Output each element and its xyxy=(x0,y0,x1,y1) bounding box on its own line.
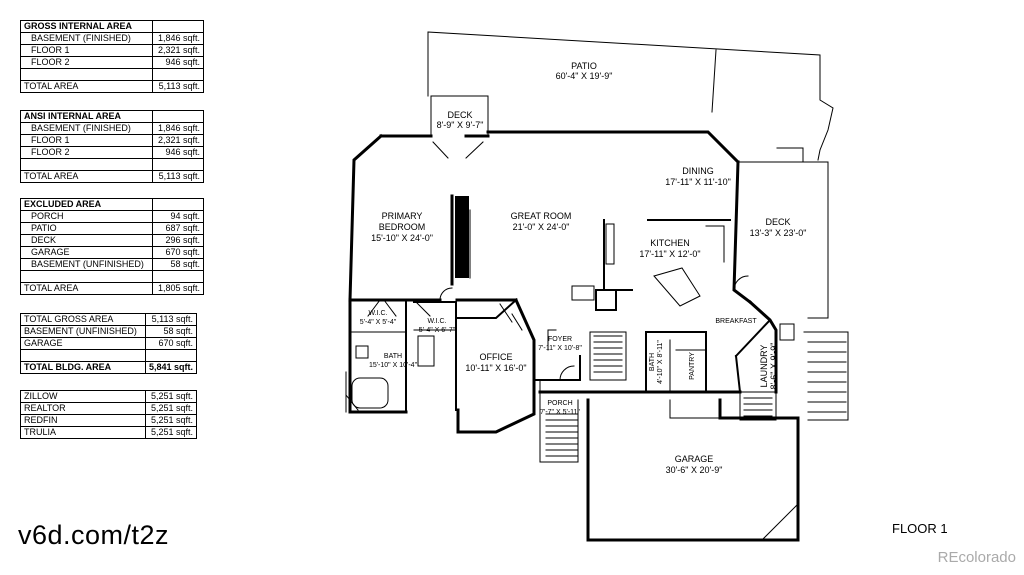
room-label: PRIMARY xyxy=(382,211,423,221)
row-value: 5,251 sqft. xyxy=(145,426,197,439)
row-value: 296 sqft. xyxy=(152,234,204,247)
room-label: 7'-11" X 10'-8" xyxy=(538,345,582,352)
room-label: 15'-10" X 24'-0" xyxy=(371,233,433,243)
room-label: 4'-10" X 8'-11" xyxy=(657,340,664,384)
floor-label: FLOOR 1 xyxy=(892,521,948,536)
room-label: DINING xyxy=(682,166,714,176)
room-label: PANTRY xyxy=(689,352,696,380)
table-row: EXCLUDED AREA xyxy=(20,198,204,211)
room-label: OFFICE xyxy=(480,352,513,362)
room-label: DECK xyxy=(765,217,790,227)
row-label: TOTAL AREA xyxy=(20,80,153,93)
room-label: 30'-6" X 20'-9" xyxy=(666,465,723,475)
room-label: LAUNDRY xyxy=(759,345,769,388)
room-label: W.I.C. xyxy=(368,310,387,317)
room-label: 21'-0" X 24'-0" xyxy=(513,222,570,232)
table-row: ANSI INTERNAL AREA xyxy=(20,110,204,123)
room-label: 7'-7" X 5'-11" xyxy=(540,409,580,416)
room-label: 15'-10" X 10'-4" xyxy=(369,362,418,369)
row-value: 94 sqft. xyxy=(152,210,204,223)
table-row: BASEMENT (FINISHED)1,846 sqft. xyxy=(20,32,204,45)
room-label: KITCHEN xyxy=(650,238,690,248)
row-value: 5,113 sqft. xyxy=(152,80,204,93)
room-label: BREAKFAST xyxy=(715,318,757,325)
room-label: FOYER xyxy=(548,336,572,343)
room-label: BEDROOM xyxy=(379,222,426,232)
room-label: PORCH xyxy=(547,400,572,407)
room-label: 5'-4" X 6'-7" xyxy=(419,327,456,334)
room-label: 5'-4" X 5'-4" xyxy=(360,319,397,326)
row-value: 5,113 sqft. xyxy=(152,170,204,183)
room-label: BATH xyxy=(649,353,656,371)
room-label: 60'-4" X 19'-9" xyxy=(556,71,613,81)
room-label: GREAT ROOM xyxy=(511,211,572,221)
row-value: 5,841 sqft. xyxy=(144,361,198,374)
room-label: 17'-11" X 11'-10" xyxy=(665,177,731,187)
watermark: REcolorado xyxy=(937,549,1016,566)
room-label: 13'-3" X 23'-0" xyxy=(750,228,807,238)
room-label: 8'-6" X 9'-9" xyxy=(769,343,779,390)
tour-link[interactable]: v6d.com/t2z xyxy=(18,520,170,550)
row-label: TOTAL AREA xyxy=(20,282,153,295)
room-label: 10'-11" X 16'-0" xyxy=(465,363,526,373)
room-label: DECK xyxy=(447,110,472,120)
room-label: 8'-9" X 9'-7" xyxy=(437,120,484,130)
row-value: 1,805 sqft. xyxy=(152,282,204,295)
room-label: PATIO xyxy=(571,61,597,71)
room-label: BATH xyxy=(384,353,402,360)
row-label: TOTAL BLDG. AREA xyxy=(20,361,146,374)
room-label: 17'-11" X 12'-0" xyxy=(639,249,700,259)
row-label: TOTAL AREA xyxy=(20,170,153,183)
room-label: W.I.C. xyxy=(427,318,446,325)
room-label: GARAGE xyxy=(675,454,714,464)
row-label: TRULIA xyxy=(20,426,146,439)
